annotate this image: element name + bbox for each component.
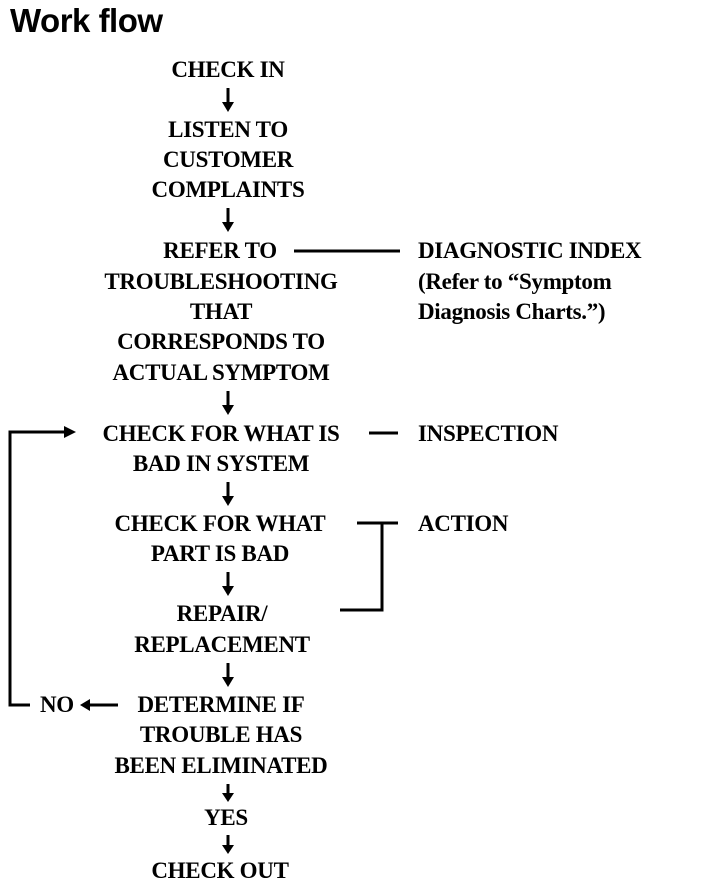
arrowhead-8 [222,845,234,854]
step-listen-line-3: COMPLAINTS [151,177,305,202]
step-check-part-line-2: PART IS BAD [150,541,290,566]
arrowhead-no [80,699,90,711]
arrowhead-6 [222,677,234,687]
label-inspection: INSPECTION [418,421,559,446]
step-listen-line-1: LISTEN TO [168,117,288,142]
step-check-system-line-1: CHECK FOR WHAT IS [102,421,340,446]
arrowhead-3 [222,405,234,415]
step-check-part-line-1: CHECK FOR WHAT [114,511,326,536]
feedback-loop-line [8,430,66,707]
step-check-in: CHECK IN [171,57,285,82]
step-yes: YES [204,805,248,830]
arrowhead-2 [222,222,234,232]
step-repair-line-1: REPAIR/ [176,601,268,626]
label-diagnostic-note-2: Diagnosis Charts.”) [418,299,606,324]
arrowhead-feedback [64,426,76,438]
step-listen-line-2: CUSTOMER [162,147,294,172]
step-refer-line-3: THAT [189,299,253,324]
action-bracket [340,521,384,612]
arrowhead-1 [222,102,234,112]
label-no: NO [40,692,74,717]
label-diagnostic-index: DIAGNOSTIC INDEX [418,238,642,263]
step-determine-line-2: TROUBLE HAS [139,722,303,747]
step-repair-line-2: REPLACEMENT [134,632,310,657]
step-refer-line-2: TROUBLESHOOTING [104,269,338,294]
step-refer-line-5: ACTUAL SYMPTOM [112,360,330,385]
step-check-out: CHECK OUT [151,858,289,883]
label-action: ACTION [418,511,509,536]
arrowhead-7 [222,793,234,802]
diagram-title: Work flow [10,2,163,39]
arrowhead-4 [222,496,234,506]
step-refer-line-4: CORRESPONDS TO [117,329,325,354]
step-determine-line-1: DETERMINE IF [137,692,305,717]
step-check-system-line-2: BAD IN SYSTEM [132,451,310,476]
step-determine-line-3: BEEN ELIMINATED [114,753,328,778]
arrowhead-5 [222,586,234,596]
label-diagnostic-note-1: (Refer to “Symptom [418,269,612,294]
step-refer-line-1: REFER TO [163,238,277,263]
